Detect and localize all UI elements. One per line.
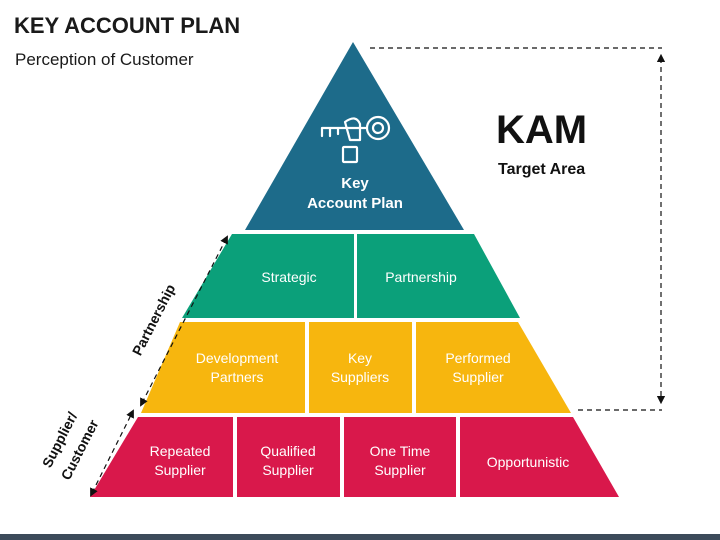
tier3-block-key-suppliers [309,322,412,413]
pyramid-tier-4: Repeated Supplier Qualified Supplier One… [90,417,619,497]
page-title: KEY ACCOUNT PLAN [14,13,241,38]
kam-bracket [370,47,666,411]
tier3-block-development [141,322,305,413]
kam-subheading: Target Area [498,161,586,178]
tier4-label-repeated-line1: Repeated [150,443,211,459]
tier4-label-one-time-line2: Supplier [374,462,426,478]
partnership-diagonal-arrow [140,235,228,407]
tier4-label-opportunistic: Opportunistic [487,454,569,470]
pyramid-tier-2: Strategic Partnership [182,234,520,318]
tier3-label-performed-line1: Performed [445,350,510,366]
tier4-block-opportunistic [460,417,619,497]
apex-block [245,42,464,230]
footer-bar [0,534,720,540]
tier4-label-repeated-line2: Supplier [154,462,206,478]
tier4-block-one-time [344,417,456,497]
tier4-label-qualified-line1: Qualified [260,443,315,459]
apex-label-line2: Account Plan [307,195,403,212]
tier3-label-key-line1: Key [348,350,372,366]
pyramid-apex: Key Account Plan [245,42,464,230]
tier3-label-performed-line2: Supplier [452,369,504,385]
tier2-label-strategic: Strategic [261,269,316,285]
kam-heading: KAM [496,108,588,152]
left-side-arrows [90,235,228,497]
key-in-hand-icon [320,115,391,164]
pyramid-tier-3: Development Partners Key Suppliers Perfo… [141,322,571,413]
tier3-label-development-line2: Partners [211,369,264,385]
tier4-block-qualified [237,417,340,497]
tier3-block-performed [416,322,571,413]
page-subtitle: Perception of Customer [15,50,194,69]
tier2-label-partnership: Partnership [385,269,457,285]
apex-label-line1: Key [341,175,369,192]
tier4-label-one-time-line1: One Time [370,443,431,459]
tier4-label-qualified-line2: Supplier [262,462,314,478]
supplier-diagonal-arrow [90,409,134,497]
tier2-block-partnership [357,234,520,318]
tier3-label-development-line1: Development [196,350,279,366]
tier3-label-key-line2: Suppliers [331,369,389,385]
